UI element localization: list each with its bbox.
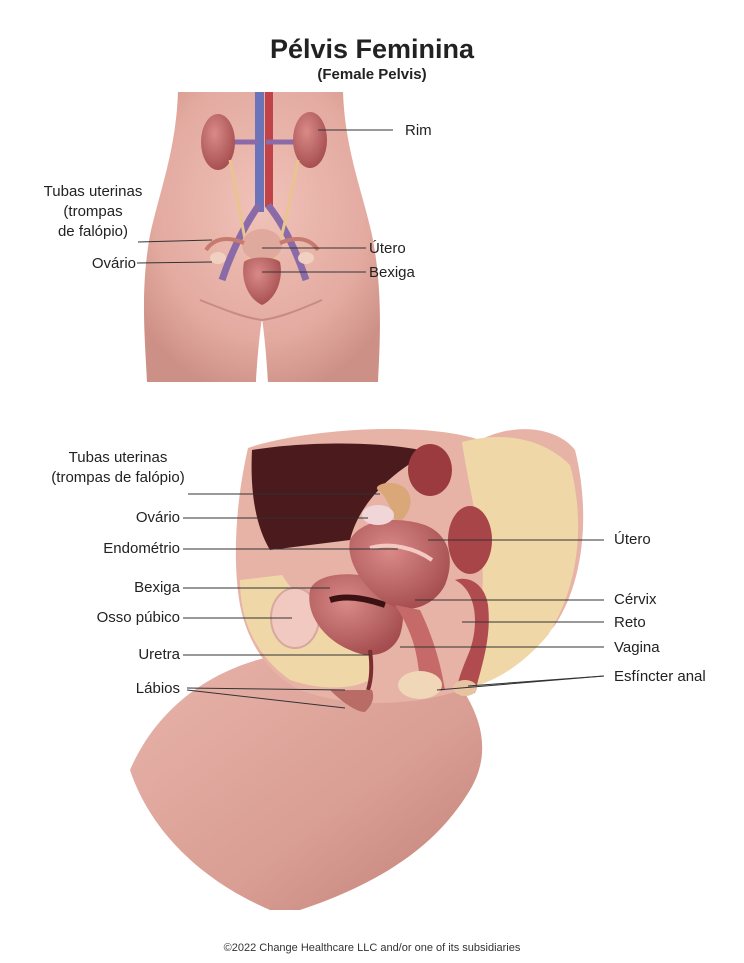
label-bexiga-front: Bexiga	[369, 264, 415, 281]
copyright-footer: ©2022 Change Healthcare LLC and/or one o…	[0, 942, 744, 954]
side-ovary	[362, 505, 394, 525]
label-tubas-side-2: (trompas de falópio)	[36, 469, 200, 486]
side-view	[130, 429, 604, 910]
label-endometrio: Endométrio	[30, 540, 180, 557]
label-ovario-side: Ovário	[30, 509, 180, 526]
intestine-loop-1	[408, 444, 452, 496]
aorta	[265, 92, 273, 207]
label-tubas-side-1: Tubas uterinas	[42, 449, 194, 466]
label-utero-front: Útero	[369, 240, 406, 257]
front-uterus	[242, 229, 282, 261]
label-osso-pubico: Osso púbico	[30, 609, 180, 626]
vena-cava	[255, 92, 264, 212]
label-labios: Lábios	[30, 680, 180, 697]
label-uretra: Uretra	[30, 646, 180, 663]
label-ovario-front: Ovário	[40, 255, 136, 272]
front-left-ovary	[210, 252, 226, 264]
front-right-ovary	[298, 252, 314, 264]
label-tubas-front-3: de falópio)	[32, 223, 154, 240]
label-vagina: Vagina	[614, 639, 660, 656]
label-tubas-front-1: Tubas uterinas	[32, 183, 154, 200]
label-rim: Rim	[405, 122, 432, 139]
label-esfincter: Esfíncter anal	[614, 668, 706, 685]
right-kidney	[293, 112, 327, 168]
vaginal-sphincter	[398, 671, 442, 699]
label-utero-side: Útero	[614, 531, 651, 548]
label-cervix: Cérvix	[614, 591, 657, 608]
front-view	[137, 92, 393, 382]
label-tubas-front-2: (trompas	[32, 203, 154, 220]
label-reto: Reto	[614, 614, 646, 631]
label-bexiga-side: Bexiga	[30, 579, 180, 596]
